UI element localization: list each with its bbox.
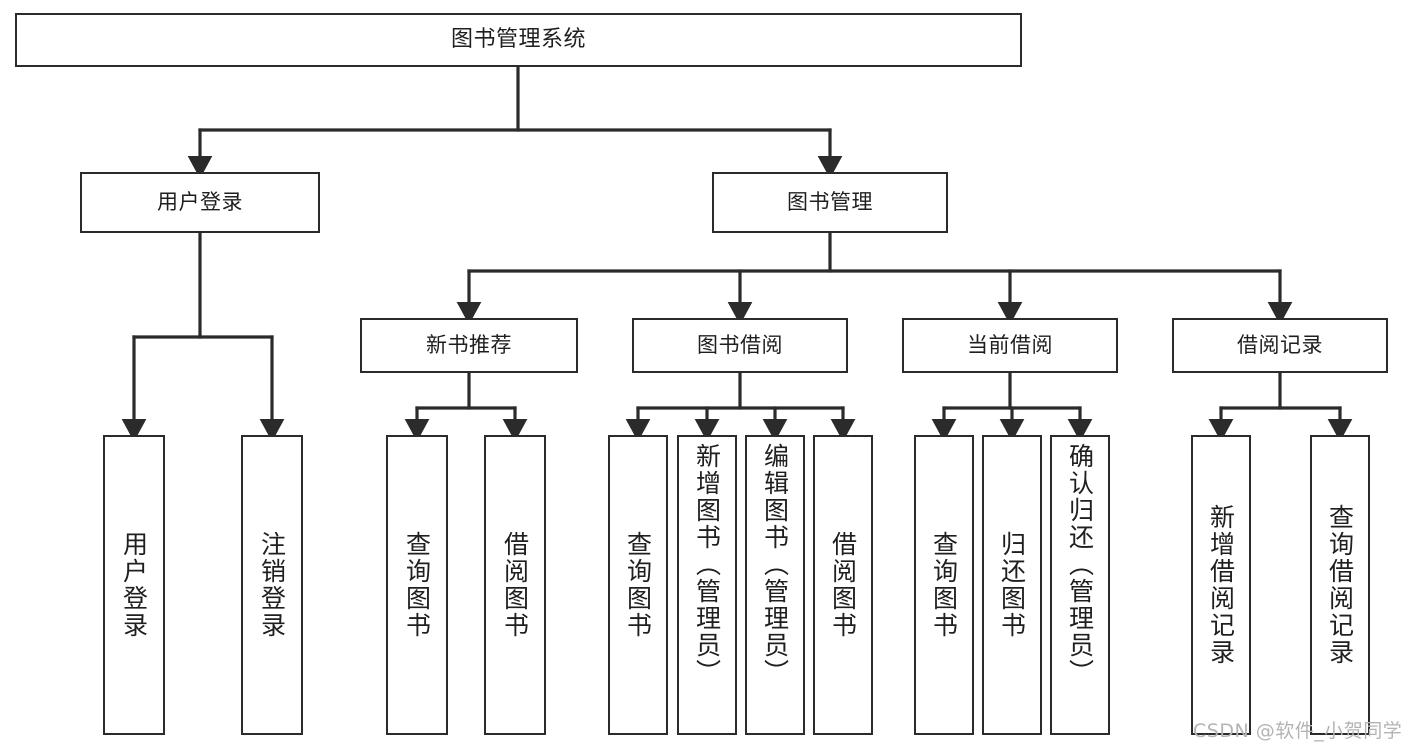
leaf-return-book-label: 归还图书 (997, 531, 1027, 639)
leaf-confirm-return-label: 确认归还（管理员） (1065, 443, 1095, 686)
node-borrow-record[interactable]: 借阅记录 (1172, 318, 1388, 373)
node-current-borrow[interactable]: 当前借阅 (902, 318, 1118, 373)
leaf-borrow-book-recommend-label: 借阅图书 (500, 531, 530, 639)
leaf-borrow-book-label: 借阅图书 (828, 531, 858, 639)
leaf-logout-label: 注销登录 (257, 531, 287, 639)
leaf-add-borrow-record[interactable]: 新增借阅记录 (1191, 435, 1251, 735)
leaf-borrow-book[interactable]: 借阅图书 (813, 435, 873, 735)
node-book-management-label: 图书管理 (787, 190, 873, 215)
node-book-management[interactable]: 图书管理 (712, 172, 948, 233)
leaf-user-login-label: 用户登录 (119, 531, 149, 639)
leaf-query-book[interactable]: 查询图书 (608, 435, 668, 735)
node-root[interactable]: 图书管理系统 (15, 13, 1022, 67)
leaf-query-borrow-record-label: 查询借阅记录 (1325, 504, 1355, 666)
leaf-query-book-current[interactable]: 查询图书 (914, 435, 974, 735)
leaf-add-book[interactable]: 新增图书（管理员） (677, 435, 737, 735)
csdn-watermark: CSDN @软件_小贺同学 (1193, 720, 1403, 742)
node-borrow-record-label: 借阅记录 (1237, 333, 1323, 358)
leaf-borrow-book-recommend[interactable]: 借阅图书 (484, 435, 546, 735)
leaf-return-book[interactable]: 归还图书 (982, 435, 1042, 735)
node-new-book-recommend-label: 新书推荐 (426, 333, 512, 358)
node-book-borrow[interactable]: 图书借阅 (632, 318, 848, 373)
node-current-borrow-label: 当前借阅 (967, 333, 1053, 358)
leaf-query-book-current-label: 查询图书 (929, 531, 959, 639)
node-user-login[interactable]: 用户登录 (80, 172, 320, 233)
leaf-add-book-label: 新增图书（管理员） (692, 443, 722, 686)
node-root-label: 图书管理系统 (450, 27, 586, 53)
leaf-query-book-label: 查询图书 (623, 531, 653, 639)
node-new-book-recommend[interactable]: 新书推荐 (360, 318, 578, 373)
leaf-logout[interactable]: 注销登录 (241, 435, 303, 735)
node-book-borrow-label: 图书借阅 (697, 333, 783, 358)
leaf-query-book-recommend-label: 查询图书 (402, 531, 432, 639)
leaf-confirm-return[interactable]: 确认归还（管理员） (1050, 435, 1110, 735)
leaf-edit-book-label: 编辑图书（管理员） (760, 443, 790, 686)
leaf-query-book-recommend[interactable]: 查询图书 (386, 435, 448, 735)
leaf-add-borrow-record-label: 新增借阅记录 (1206, 504, 1236, 666)
leaf-edit-book[interactable]: 编辑图书（管理员） (745, 435, 805, 735)
leaf-query-borrow-record[interactable]: 查询借阅记录 (1310, 435, 1370, 735)
leaf-user-login[interactable]: 用户登录 (103, 435, 165, 735)
node-user-login-label: 用户登录 (157, 190, 243, 215)
